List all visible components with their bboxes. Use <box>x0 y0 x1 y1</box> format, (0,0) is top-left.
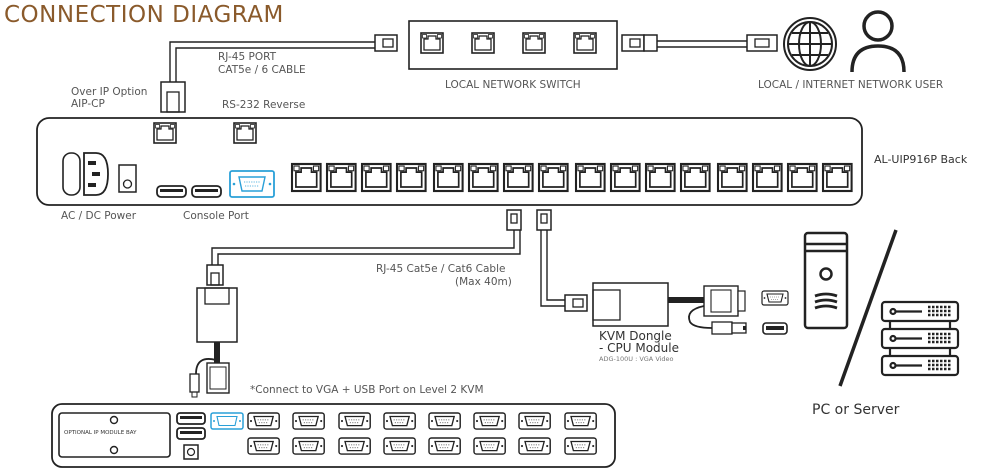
rs232-reverse-label: RS-232 Reverse <box>222 99 306 111</box>
server-rack-icon <box>880 300 960 377</box>
rs232-reverse-port <box>233 122 257 144</box>
over-ip-option-label: Over IP Option <box>71 86 148 98</box>
rj45-plug-icon <box>374 34 398 52</box>
level2-kvm-panel <box>51 403 616 468</box>
cat-cable-to-level2 <box>206 209 522 286</box>
level2-usb-port-1 <box>176 412 206 425</box>
aip-cp-plug <box>160 81 186 113</box>
local-network-switch-label: LOCAL NETWORK SWITCH <box>445 79 581 91</box>
console-usb-port-1 <box>156 185 187 198</box>
switch-port-1 <box>420 32 444 54</box>
pc-tower-icon <box>803 231 849 330</box>
optional-ip-bay-label: OPTIONAL IP MODULE BAY <box>64 430 137 436</box>
level2-kvm-dongle <box>189 287 238 398</box>
user-network-cable <box>621 34 778 52</box>
level2-power-button <box>183 444 199 460</box>
or-divider <box>838 229 898 387</box>
level2-vga-console <box>210 412 244 430</box>
level2-usb-port-2 <box>176 427 206 440</box>
aip-cp-label: AIP-CP <box>71 98 105 110</box>
switch-port-3 <box>522 32 546 54</box>
cable-type-label: CAT5e / 6 CABLE <box>218 64 306 76</box>
device-back-label: AL-UIP916P Back <box>874 153 968 166</box>
al-uip916p-back-panel <box>36 117 863 206</box>
cat-cable-label: RJ-45 Cat5e / Cat6 Cable <box>376 263 506 275</box>
max-length-label: (Max 40m) <box>455 276 512 288</box>
network-user-label: LOCAL / INTERNET NETWORK USER <box>758 79 944 91</box>
optional-ip-module-bay <box>58 412 171 458</box>
dongle-model-label: ADG-100U : VGA Video <box>599 355 674 363</box>
aip-cp-rj45-port <box>153 122 177 144</box>
ac-dc-power-label: AC / DC Power <box>61 210 137 222</box>
console-usb-port-2 <box>191 185 222 198</box>
switch-port-4 <box>573 32 597 54</box>
diagram-title: CONNECTION DIAGRAM <box>4 2 284 28</box>
pc-usb-port-icon <box>762 322 788 335</box>
kvm-dongle-label: KVM Dongle <box>599 329 672 343</box>
rj45-port-label: RJ-45 PORT <box>218 51 277 63</box>
pc-vga-port-icon <box>761 290 789 306</box>
globe-icon <box>783 17 837 71</box>
kvm-dongle-cpu-module <box>592 282 747 335</box>
top-network-cable <box>169 34 398 82</box>
cat-cable-to-dongle <box>536 209 588 312</box>
local-network-switch <box>408 20 618 70</box>
user-icon <box>850 10 906 73</box>
power-switch-icon <box>118 164 137 193</box>
cpu-module-label: - CPU Module <box>599 341 679 355</box>
power-inlet-icon <box>62 152 109 196</box>
console-vga-port <box>229 170 275 198</box>
console-port-label: Console Port <box>183 210 249 222</box>
level2-note: *Connect to VGA + USB Port on Level 2 KV… <box>250 384 484 396</box>
pc-or-server-label: PC or Server <box>812 402 900 418</box>
switch-port-2 <box>471 32 495 54</box>
